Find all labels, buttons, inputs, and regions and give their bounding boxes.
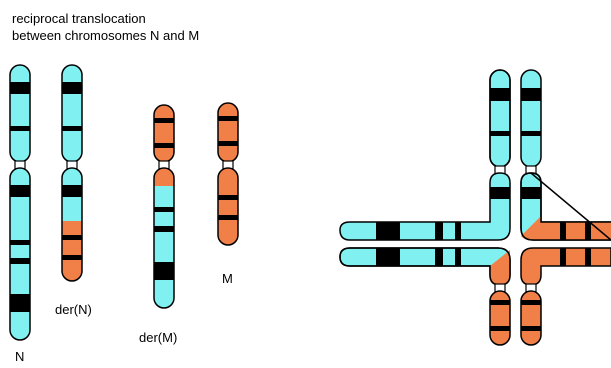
band — [10, 294, 30, 312]
quadrivalent-cross — [339, 69, 611, 346]
chromosome-der-n — [61, 64, 83, 282]
lower-left-l-arm — [339, 247, 511, 286]
chromosome-n-short-arm — [10, 65, 30, 162]
chromosome-der-m — [153, 104, 175, 309]
label-der-n: der(N) — [55, 302, 92, 317]
upper-short-arms — [489, 69, 542, 175]
band — [10, 258, 30, 264]
title-line-1: reciprocal translocation — [12, 11, 146, 26]
title-line-2: between chromosomes N and M — [12, 28, 200, 43]
band — [10, 82, 30, 94]
label-m: M — [222, 271, 233, 286]
label-der-m: der(M) — [139, 330, 178, 345]
diagram-title: reciprocal translocation between chromos… — [12, 10, 199, 44]
lower-short-arms — [489, 283, 542, 346]
chromosome-m — [217, 102, 239, 246]
upper-right-l-arm — [520, 172, 611, 241]
lower-right-l-arm — [520, 247, 611, 286]
band — [10, 126, 30, 131]
band — [10, 240, 30, 245]
upper-left-l-arm — [339, 172, 511, 241]
label-n: N — [15, 349, 25, 364]
chromosome-n — [9, 64, 31, 341]
band — [10, 185, 30, 197]
